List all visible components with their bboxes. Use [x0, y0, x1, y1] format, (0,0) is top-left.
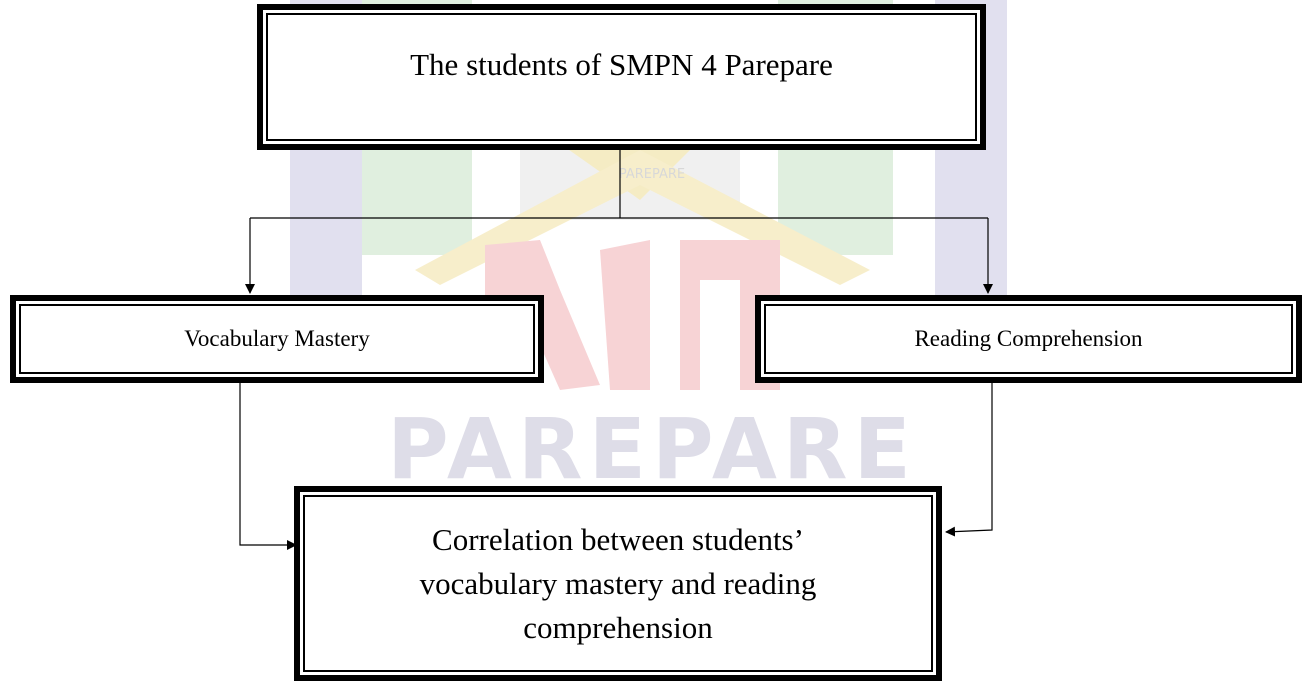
vocabulary-label: Vocabulary Mastery	[19, 304, 535, 374]
watermark-text: PAREPARE	[387, 400, 917, 498]
students-box: The students of SMPN 4 Parepare	[257, 4, 986, 150]
correlation-line-3: comprehension	[523, 609, 713, 645]
correlation-line-2: vocabulary mastery and reading	[419, 565, 817, 601]
reading-label: Reading Comprehension	[764, 304, 1293, 374]
watermark-red-mid	[600, 240, 650, 390]
watermark-small-text: PAREPARE	[618, 167, 686, 182]
watermark-roof-outline	[415, 150, 870, 285]
correlation-box: Correlation between students’ vocabulary…	[294, 486, 942, 681]
arrow-reading-to-correlation	[945, 383, 993, 537]
reading-box: Reading Comprehension	[755, 295, 1302, 383]
students-label: The students of SMPN 4 Parepare	[266, 13, 977, 141]
vocabulary-box: Vocabulary Mastery	[10, 295, 544, 383]
correlation-line-1: Correlation between students’	[432, 521, 804, 557]
correlation-label: Correlation between students’ vocabulary…	[303, 495, 933, 672]
arrow-vocabulary-to-correlation	[239, 383, 297, 550]
